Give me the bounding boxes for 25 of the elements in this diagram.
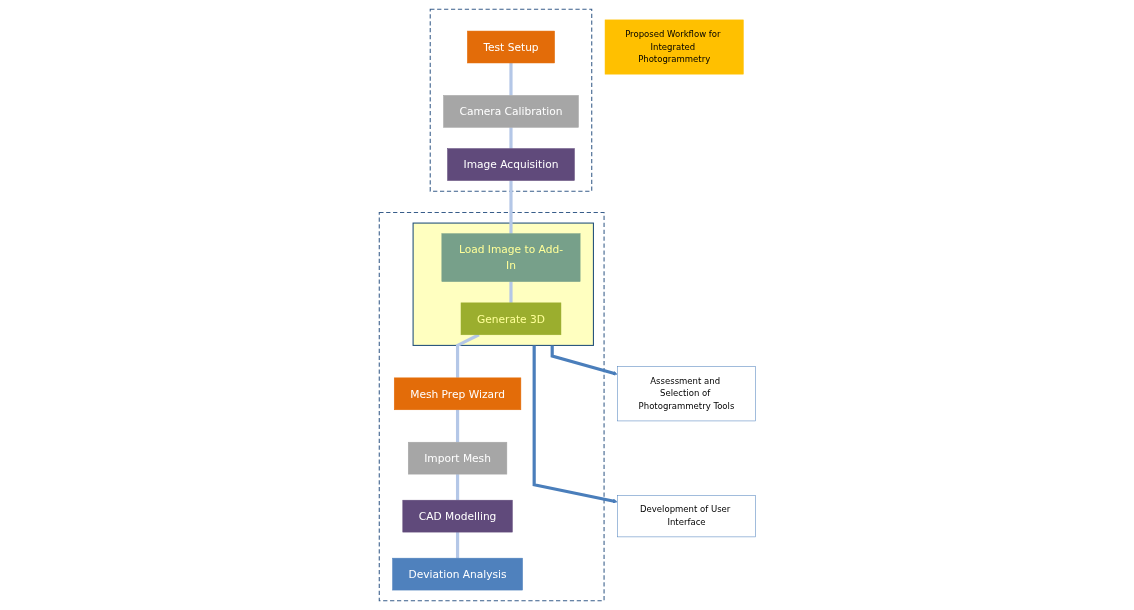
arrow xyxy=(550,345,618,376)
node-box: Load Image to Add-In xyxy=(441,233,580,282)
connector xyxy=(455,532,459,559)
connector xyxy=(455,333,480,378)
node-box: CAD Modelling xyxy=(402,499,513,533)
connector xyxy=(455,474,459,501)
connector xyxy=(455,409,459,443)
node-box: Proposed Workflow for Integrated Photogrammetry xyxy=(604,19,744,75)
arrow xyxy=(532,345,618,504)
connector xyxy=(508,63,513,96)
node-box: Generate 3D xyxy=(460,302,561,336)
node-box: Image Acquisition xyxy=(446,148,575,181)
cluster xyxy=(378,211,605,602)
connector xyxy=(508,180,513,234)
cluster xyxy=(412,222,594,346)
node-box: Development of User Interface xyxy=(616,495,756,538)
node-box: Test Setup xyxy=(466,30,555,64)
connector xyxy=(508,281,513,303)
node-box: Mesh Prep Wizard xyxy=(393,377,521,411)
node-box: Deviation Analysis xyxy=(391,557,523,591)
node-box: Import Mesh xyxy=(407,441,507,475)
connector xyxy=(508,127,513,149)
node-box: Assessment and Selection of Photogrammetry Tools xyxy=(616,366,756,422)
node-box: Camera Calibration xyxy=(442,95,579,128)
cluster xyxy=(429,8,592,192)
